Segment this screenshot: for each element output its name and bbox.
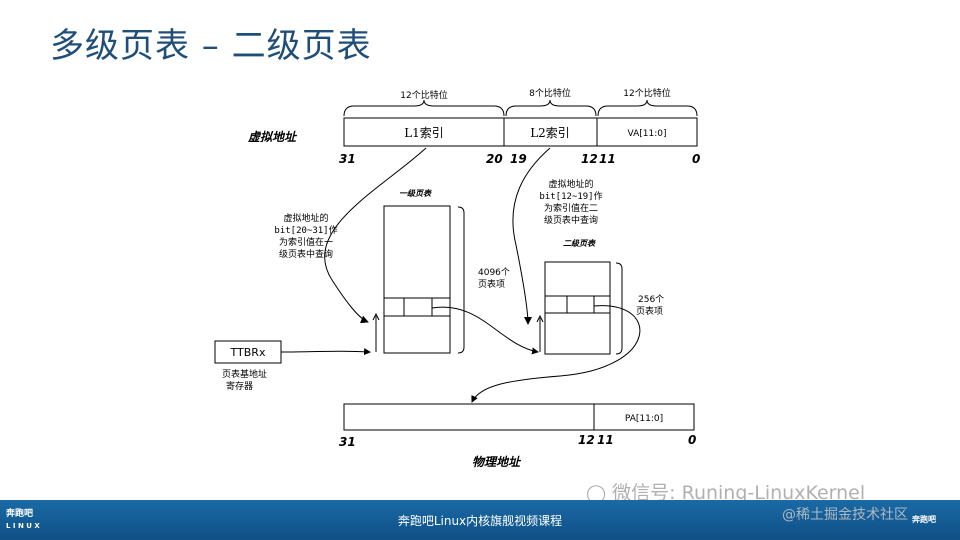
- pa-bit-0: 0: [688, 433, 696, 447]
- pa-bit-31: 31: [339, 435, 356, 449]
- va-l2-field: [503, 117, 598, 147]
- watermark-text: 微信号: Runing-LinuxKernel: [612, 482, 866, 504]
- va-l2-label: L2索引: [530, 126, 570, 140]
- l2-page-table: [544, 261, 611, 355]
- arrow-l1-to-l2: [431, 306, 539, 355]
- arrow-l1-index: [324, 147, 427, 324]
- l1-entry: [403, 297, 433, 317]
- arrow-l2-to-pa: [471, 305, 641, 403]
- l2-table-title: 二级页表: [563, 239, 596, 248]
- va-offset-header: 12个比特位: [623, 87, 670, 99]
- l1-note-line3: 为索引值在一: [279, 236, 333, 248]
- va-bit-11: 11: [599, 152, 616, 166]
- va-field-braces: [343, 99, 698, 117]
- logo-left-sub: L I N U X: [6, 522, 40, 530]
- ttbr-note-line2: 寄存器: [226, 380, 253, 392]
- l2-count-line2: 页表项: [636, 305, 663, 317]
- ttbr-note-line1: 页表基地址: [222, 368, 267, 380]
- logo-left-text: 奔跑吧: [6, 509, 34, 519]
- translation-arrows: [280, 147, 641, 403]
- footer-text: 奔跑吧Linux内核旗舰视频课程: [397, 514, 563, 528]
- va-l1-field: [343, 117, 505, 147]
- watermark: ◯微信号: Runing-LinuxKernel: [586, 478, 865, 505]
- l2-entry: [566, 295, 595, 314]
- pa-label: 物理地址: [472, 455, 522, 469]
- l1-note-line2: bit[20~31]作: [274, 224, 337, 236]
- va-offset-label: VA[11:0]: [628, 129, 667, 139]
- va-bit-0: 0: [692, 152, 700, 166]
- va-label: 虚拟地址: [247, 130, 298, 144]
- pa-offset-label: PA[11:0]: [625, 414, 663, 424]
- pa-bit-12: 12: [578, 433, 595, 447]
- va-bit-19: 19: [510, 152, 527, 166]
- arrow-ttbr-base: [280, 348, 371, 356]
- ttbr-label: TTBRx: [230, 346, 266, 359]
- l1-count-brace: [457, 206, 465, 354]
- l1-count-line1: 4096个: [478, 267, 510, 278]
- physical-address-bar: PA[11:0]: [343, 403, 695, 431]
- virtual-address-bar: L1索引 L2索引 VA[11:0]: [343, 117, 698, 147]
- va-bit-31: 31: [339, 152, 356, 166]
- l1-note-line4: 级页表中查询: [279, 248, 333, 260]
- base-markers: [372, 312, 544, 352]
- logo-right-text: 奔跑吧: [912, 515, 936, 524]
- logo-right: 奔跑吧: [912, 502, 952, 538]
- page-title: 多级页表 – 二级页表: [50, 26, 372, 66]
- l1-page-table: [383, 205, 451, 354]
- pa-offset-field: [593, 403, 695, 431]
- l2-count-line1: 256个: [638, 294, 664, 305]
- l1-note-line1: 虚拟地址的: [283, 212, 328, 224]
- l1-table-title: 一级页表: [399, 189, 432, 198]
- l2-note-line2: bit[12~19]作: [539, 190, 602, 202]
- wechat-icon: ◯: [586, 483, 607, 504]
- va-l1-header: 12个比特位: [400, 89, 447, 101]
- va-bit-20: 20: [486, 152, 503, 166]
- l2-note-line4: 级页表中查询: [544, 214, 598, 226]
- va-l2-header: 8个比特位: [529, 87, 571, 99]
- watermark-community: @稀土掘金技术社区: [782, 507, 908, 523]
- footer-bar: 奔跑吧Linux内核旗舰视频课程: [0, 500, 960, 540]
- arrow-l2-index: [512, 147, 551, 325]
- va-offset-field: [596, 117, 698, 147]
- va-l1-label: L1索引: [404, 126, 444, 140]
- l1-count-line2: 页表项: [478, 278, 505, 290]
- l2-note-line3: 为索引值在二: [544, 202, 598, 214]
- logo-left: 奔跑吧 L I N U X: [6, 502, 66, 538]
- pa-bit-11: 11: [597, 433, 614, 447]
- l2-note-line1: 虚拟地址的: [548, 178, 593, 190]
- va-bit-12: 12: [581, 152, 598, 166]
- page-table-diagram: L1索引 L2索引 VA[11:0] 12个比特位 8个比特位 12个比特位 虚…: [214, 87, 700, 469]
